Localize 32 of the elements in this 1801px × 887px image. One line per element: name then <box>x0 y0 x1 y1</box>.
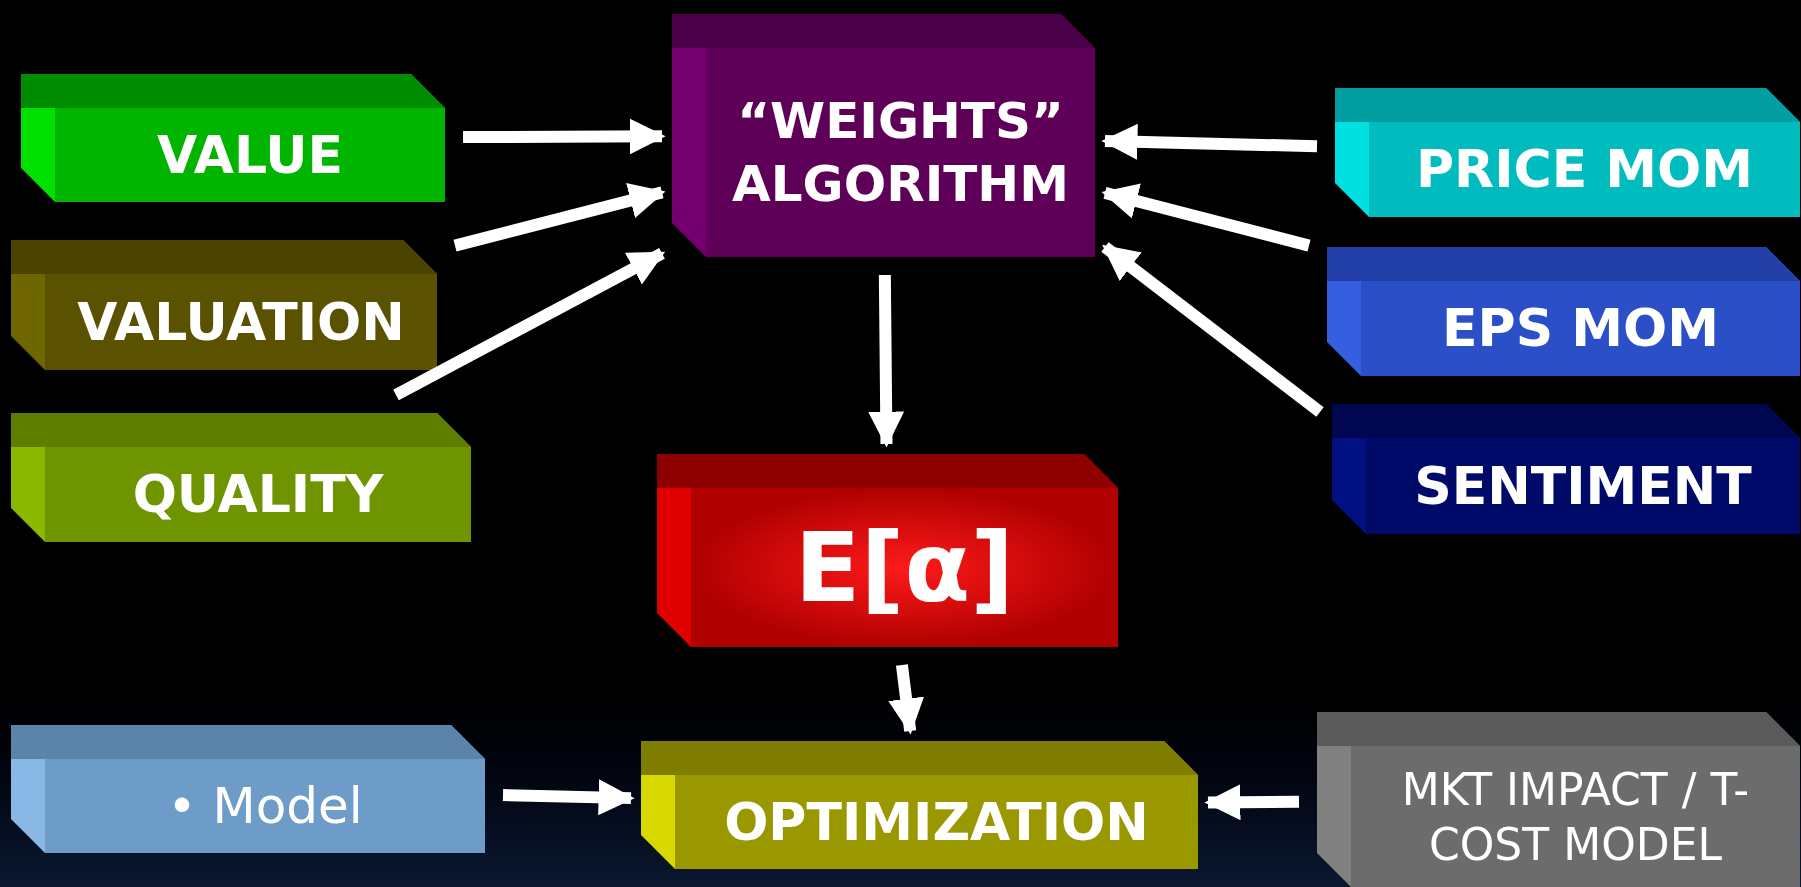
block-label: “WEIGHTS” ALGORITHM <box>731 91 1070 215</box>
3d-block <box>11 725 485 853</box>
3d-block <box>672 14 1095 257</box>
arrow <box>1101 242 1324 417</box>
block-label: EPS MOM <box>1442 297 1719 360</box>
arrow <box>1101 123 1318 160</box>
arrow <box>453 183 666 252</box>
block-label: OPTIMIZATION <box>724 790 1149 854</box>
arrow <box>1101 183 1311 252</box>
block-label: MKT IMPACT / T-COST MODEL <box>1400 762 1751 872</box>
block-label: • Model <box>167 775 363 837</box>
3d-block <box>657 454 1118 647</box>
block-label: SENTIMENT <box>1414 454 1752 518</box>
3d-block <box>1317 712 1800 887</box>
3d-block <box>21 74 445 202</box>
arrow <box>462 118 666 155</box>
block-label: PRICE MOM <box>1416 138 1753 201</box>
block-label: VALUATION <box>77 290 405 354</box>
3d-block <box>1332 404 1800 534</box>
arrow <box>868 274 905 448</box>
3d-block <box>1327 247 1800 376</box>
arrow <box>888 664 924 735</box>
3d-block <box>11 240 437 370</box>
arrow <box>1204 784 1300 821</box>
block-label: QUALITY <box>132 463 384 526</box>
3d-block <box>641 741 1198 869</box>
block-label: VALUE <box>157 123 343 187</box>
arrow <box>502 779 635 816</box>
3d-block <box>1335 88 1800 217</box>
3d-block <box>11 413 471 542</box>
arrow <box>393 248 666 401</box>
block-label: E[α] <box>794 510 1015 626</box>
